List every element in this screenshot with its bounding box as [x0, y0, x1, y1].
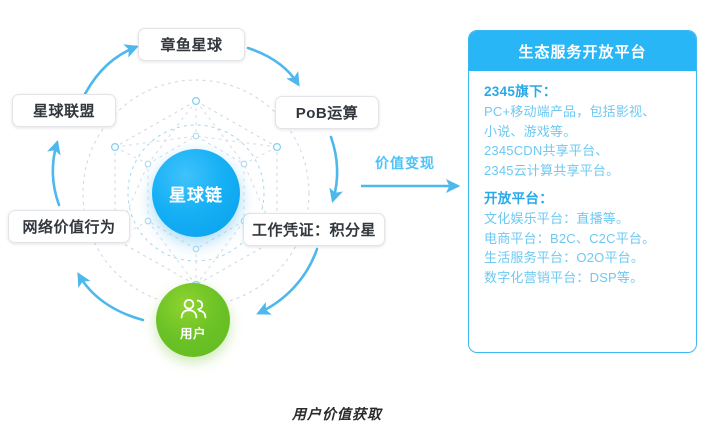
panel-block-open-platform: 开放平台： 文化娱乐平台：直播等。 电商平台：B2C、C2C平台。 生活服务平台…	[484, 189, 683, 287]
arrow-behavior-to-alliance	[47, 140, 61, 207]
arrow-user-to-behavior	[77, 272, 145, 322]
panel-block-2345: 2345旗下： PC+移动端产品，包括影视、 小说、游戏等。 2345CDN共享…	[484, 82, 683, 180]
arrow-alliance-to-octopus	[79, 44, 139, 104]
node-label: 网络价值行为	[22, 219, 116, 236]
block-line: 电商平台：B2C、C2C平台。	[484, 230, 656, 246]
users-icon	[180, 299, 207, 319]
block-line: 数字化营销平台：DSP等。	[484, 269, 644, 285]
block-title: 2345旗下：	[484, 84, 557, 99]
figure-caption: 用户价值获取	[292, 406, 382, 422]
core-label: 星球链	[169, 185, 223, 205]
value-realization-label: 价值变现	[375, 155, 435, 171]
arrow-octopus-to-pob	[246, 46, 300, 87]
node-label: 工作凭证：积分星	[251, 222, 376, 239]
block-line: PC+移动端产品，包括影视、	[484, 104, 656, 119]
block-line: 2345CDN共享平台、	[484, 143, 609, 158]
node-box-alliance[interactable]: 星球联盟	[12, 94, 116, 127]
block-line: 2345云计算共享平台。	[484, 162, 620, 178]
block-line: 生活服务平台：O2O平台。	[484, 250, 645, 265]
core-node-planet-chain[interactable]: 星球链	[152, 149, 240, 237]
block-title: 开放平台：	[484, 191, 553, 206]
node-label: 章鱼星球	[160, 37, 223, 54]
ecosystem-platform-panel: 生态服务开放平台 2345旗下： PC+移动端产品，包括影视、 小说、游戏等。 …	[468, 30, 697, 353]
hexagon-spokes	[114, 100, 278, 286]
node-box-pob[interactable]: PoB运算	[275, 96, 379, 129]
panel-body: 2345旗下： PC+移动端产品，包括影视、 小说、游戏等。 2345CDN共享…	[469, 71, 696, 297]
user-node[interactable]: 用户	[156, 283, 230, 357]
arrow-pob-to-credential	[329, 135, 343, 203]
panel-title: 生态服务开放平台	[469, 31, 696, 71]
node-label: 星球联盟	[32, 103, 95, 120]
node-box-octopus[interactable]: 章鱼星球	[138, 28, 245, 61]
node-box-network-value-behavior[interactable]: 网络价值行为	[8, 210, 130, 243]
block-line: 小说、游戏等。	[484, 123, 577, 139]
arrow-credential-to-user	[256, 247, 319, 315]
node-label: PoB运算	[295, 105, 359, 122]
block-line: 文化娱乐平台：直播等。	[484, 211, 630, 226]
node-box-credential[interactable]: 工作凭证：积分星	[243, 213, 385, 246]
user-node-label: 用户	[179, 327, 206, 341]
